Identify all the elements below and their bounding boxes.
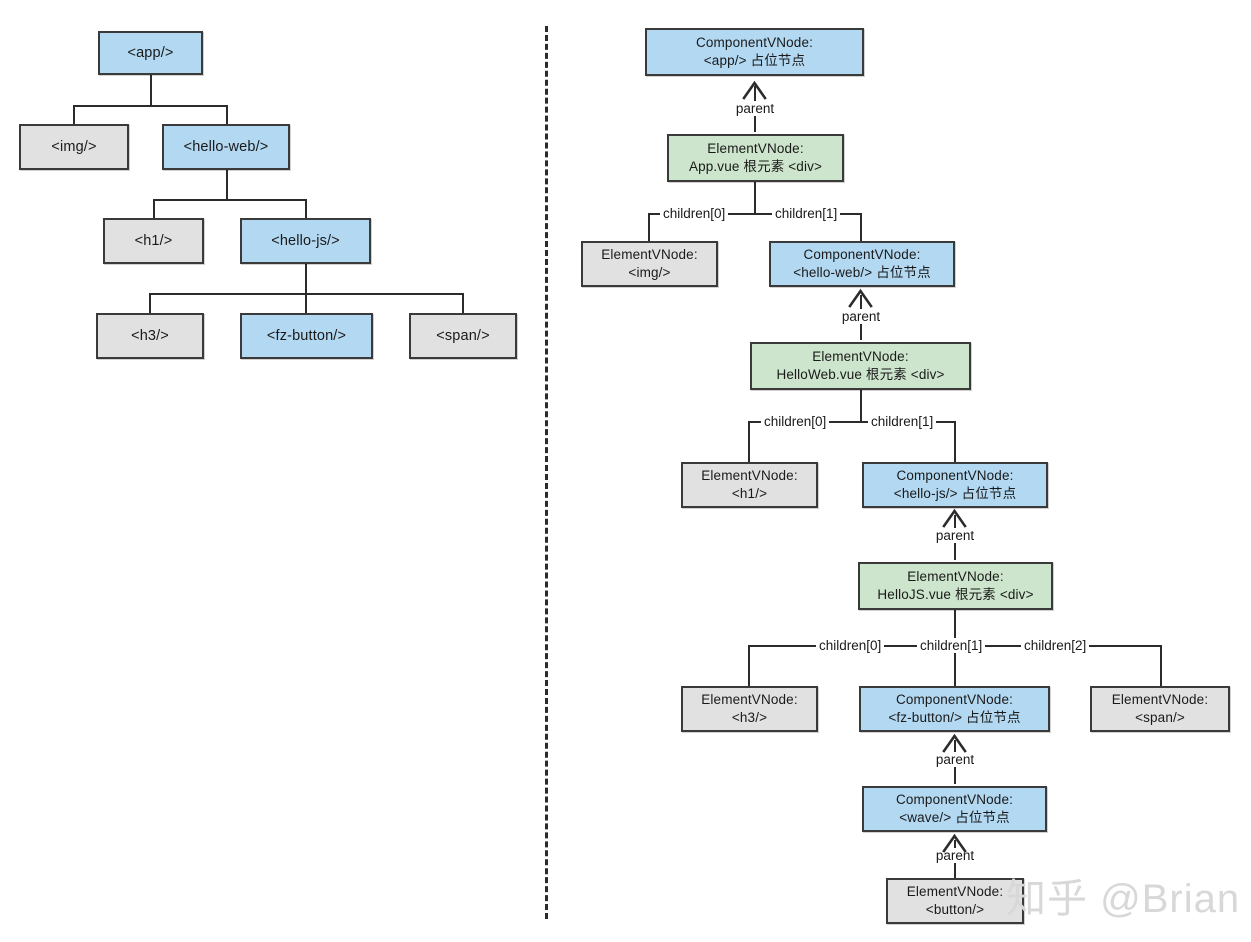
edge-web-to-h1	[153, 199, 155, 218]
edge-app-root-to-web	[860, 213, 862, 241]
vnode-element-button-line2: <button/>	[925, 902, 985, 917]
edge-web-root-stem	[860, 390, 862, 422]
vnode-element-span-line2: <span/>	[1135, 710, 1185, 725]
node-app-label: <app/>	[127, 44, 174, 61]
vnode-element-button-line1: ElementVNode:	[906, 884, 1004, 900]
vnode-component-app[interactable]: ComponentVNode: <app/> 占位节点	[645, 28, 864, 76]
vnode-component-hello-web[interactable]: ComponentVNode: <hello-web/> 占位节点	[769, 241, 955, 287]
edge-app-to-img	[73, 105, 75, 124]
edge-js-root-to-span	[1160, 645, 1162, 686]
edge-label-parent-4: parent	[927, 752, 983, 767]
edge-js-stem	[305, 263, 307, 295]
edge-web-root-to-h1	[748, 421, 750, 462]
vnode-component-fz-button[interactable]: ComponentVNode: <fz-button/> 占位节点	[859, 686, 1050, 732]
edge-js-to-span	[462, 293, 464, 313]
node-hello-js[interactable]: <hello-js/>	[240, 218, 371, 264]
vnode-element-h1-line1: ElementVNode:	[701, 468, 798, 484]
node-span[interactable]: <span/>	[409, 313, 517, 359]
edge-js-to-fzbtn	[305, 293, 307, 313]
node-span-label: <span/>	[436, 327, 490, 344]
node-hello-web[interactable]: <hello-web/>	[162, 124, 290, 170]
edge-js-root-to-h3	[748, 645, 750, 686]
edge-label-app-children-0: children[0]	[660, 206, 729, 221]
node-hello-js-label: <hello-js/>	[271, 232, 340, 249]
edge-label-js-children-2: children[2]	[1021, 638, 1090, 653]
vnode-component-hello-web-line2: <hello-web/> 占位节点	[793, 265, 931, 280]
node-img-label: <img/>	[51, 138, 97, 155]
vnode-component-wave[interactable]: ComponentVNode: <wave/> 占位节点	[862, 786, 1047, 832]
vnode-element-h1[interactable]: ElementVNode: <h1/>	[681, 462, 818, 508]
vnode-element-img-line2: <img/>	[628, 265, 671, 280]
edge-label-app-children-1: children[1]	[772, 206, 841, 221]
vnode-element-span[interactable]: ElementVNode: <span/>	[1090, 686, 1230, 732]
vnode-element-helloweb-root[interactable]: ElementVNode: HelloWeb.vue 根元素 <div>	[750, 342, 971, 390]
edge-label-js-children-0: children[0]	[816, 638, 885, 653]
vnode-element-helloweb-root-line2: HelloWeb.vue 根元素 <div>	[776, 367, 945, 382]
node-h1-label: <h1/>	[134, 232, 173, 249]
edge-label-parent-2: parent	[833, 309, 889, 324]
panel-divider	[545, 26, 548, 919]
node-hello-web-label: <hello-web/>	[183, 138, 269, 155]
vnode-component-app-line1: ComponentVNode:	[695, 35, 814, 51]
edge-web-bus	[153, 199, 306, 201]
node-img[interactable]: <img/>	[19, 124, 129, 170]
vnode-element-app-root[interactable]: ElementVNode: App.vue 根元素 <div>	[667, 134, 844, 182]
vnode-component-fz-button-line2: <fz-button/> 占位节点	[888, 710, 1021, 725]
vnode-element-hellojs-root-line1: ElementVNode:	[907, 569, 1004, 585]
vnode-component-hello-js-line2: <hello-js/> 占位节点	[893, 486, 1017, 501]
vnode-element-helloweb-root-line1: ElementVNode:	[812, 349, 909, 365]
edge-label-web-children-1: children[1]	[868, 414, 937, 429]
edge-label-web-children-0: children[0]	[761, 414, 830, 429]
vnode-element-hellojs-root-line2: HelloJS.vue 根元素 <div>	[877, 587, 1034, 602]
node-h1[interactable]: <h1/>	[103, 218, 204, 264]
vnode-component-hello-js[interactable]: ComponentVNode: <hello-js/> 占位节点	[862, 462, 1048, 508]
edge-app-root-to-img	[648, 213, 650, 241]
edge-web-to-js	[305, 199, 307, 218]
vnode-component-wave-line1: ComponentVNode:	[895, 792, 1014, 808]
vnode-component-wave-line2: <wave/> 占位节点	[899, 810, 1010, 825]
vnode-element-img[interactable]: ElementVNode: <img/>	[581, 241, 718, 287]
vnode-component-hello-js-line1: ComponentVNode:	[896, 468, 1014, 484]
vnode-element-app-root-line1: ElementVNode:	[707, 141, 804, 157]
edge-app-stem	[150, 75, 152, 107]
vnode-component-fz-button-line1: ComponentVNode:	[895, 692, 1014, 708]
edge-web-root-bus	[748, 421, 956, 423]
vnode-element-hellojs-root[interactable]: ElementVNode: HelloJS.vue 根元素 <div>	[858, 562, 1053, 610]
vnode-component-app-line2: <app/> 占位节点	[703, 53, 806, 68]
vnode-element-app-root-line2: App.vue 根元素 <div>	[688, 159, 823, 174]
edge-js-root-to-fzbtn	[954, 645, 956, 686]
vnode-element-button[interactable]: ElementVNode: <button/>	[886, 878, 1024, 924]
node-fz-button[interactable]: <fz-button/>	[240, 313, 373, 359]
edge-label-parent-1: parent	[727, 101, 783, 116]
vnode-component-hello-web-line1: ComponentVNode:	[803, 247, 921, 263]
vnode-element-img-line1: ElementVNode:	[601, 247, 698, 263]
watermark: 知乎 @Brian	[1006, 877, 1241, 921]
node-h3[interactable]: <h3/>	[96, 313, 204, 359]
node-fz-button-label: <fz-button/>	[266, 327, 347, 344]
node-app[interactable]: <app/>	[98, 31, 203, 75]
edge-app-root-stem	[754, 182, 756, 214]
edge-js-root-stem	[954, 610, 956, 642]
edge-app-bus	[73, 105, 228, 107]
vnode-element-h3-line2: <h3/>	[731, 710, 768, 725]
vnode-element-span-line1: ElementVNode:	[1111, 692, 1209, 708]
edge-js-to-h3	[149, 293, 151, 313]
vnode-element-h1-line2: <h1/>	[731, 486, 768, 501]
edge-app-root-bus	[648, 213, 862, 215]
edge-label-parent-3: parent	[927, 528, 983, 543]
edge-web-stem	[226, 169, 228, 201]
edge-label-js-children-1: children[1]	[917, 638, 986, 653]
vnode-element-h3-line1: ElementVNode:	[701, 692, 798, 708]
node-h3-label: <h3/>	[131, 327, 169, 344]
edge-web-root-to-js	[954, 421, 956, 462]
edge-app-to-web	[226, 105, 228, 124]
vnode-element-h3[interactable]: ElementVNode: <h3/>	[681, 686, 818, 732]
